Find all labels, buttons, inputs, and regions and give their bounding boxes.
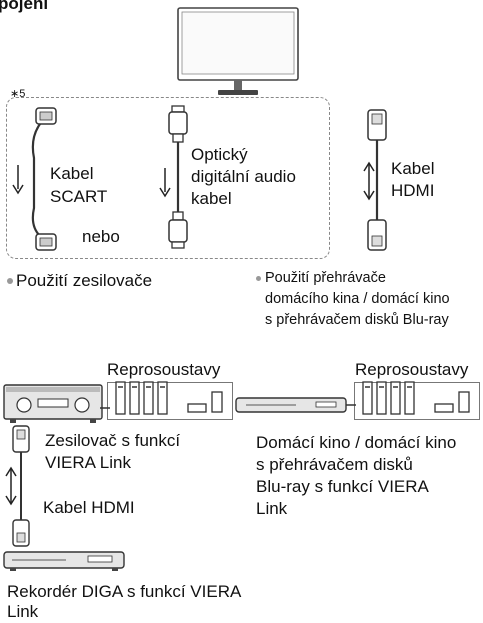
scart-cable-icon — [31, 107, 57, 251]
hometheater-heading-line2: domácího kina / domácí kino — [265, 291, 450, 307]
or-label: nebo — [82, 227, 120, 246]
optical-cable-icon — [168, 105, 188, 249]
home-theater-label-line2: s přehrávačem disků — [256, 455, 413, 474]
connection-line — [100, 407, 110, 409]
optical-label-line2: digitální audio — [191, 167, 296, 186]
speakers-label-left: Reprosoustavy — [107, 360, 221, 379]
recorder-label-line2: Link — [7, 602, 39, 621]
scart-label-line2: SCART — [50, 187, 108, 206]
amplifier-label-line1: Zesilovač s funkcí — [45, 431, 181, 450]
connection-line — [346, 404, 356, 406]
optical-label-line1: Optický — [191, 145, 248, 164]
hdmi-label-line1: Kabel — [391, 159, 435, 178]
home-theater-label-line3: Blu-ray s funkcí VIERA — [256, 477, 429, 496]
arrow-updown-icon — [5, 466, 17, 506]
hdmi-cable-icon — [12, 425, 30, 547]
optical-label-line3: kabel — [191, 189, 232, 208]
arrow-down-icon — [12, 165, 24, 195]
recorder-device-icon — [3, 551, 125, 571]
amplifier-label-line2: VIERA Link — [45, 453, 131, 472]
bullet-icon — [7, 278, 13, 284]
amplifier-device-icon — [3, 384, 103, 423]
speakers-icon — [362, 381, 470, 415]
optional-connection-region — [6, 97, 330, 259]
scart-label-line1: Kabel — [50, 164, 94, 183]
recorder-label-line1: Rekordér DIGA s funkcí VIERA — [7, 582, 242, 601]
arrow-updown-icon — [363, 161, 375, 201]
section-title: pojení — [0, 0, 49, 13]
hdmi-cable-icon — [367, 109, 387, 251]
speakers-label-right: Reprosoustavy — [355, 360, 469, 379]
arrow-down-icon — [159, 168, 171, 198]
speakers-icon — [115, 381, 223, 415]
home-theater-device-icon — [235, 397, 347, 413]
bullet-icon — [256, 276, 261, 281]
home-theater-label-line4: Link — [256, 499, 288, 518]
amplifier-heading: Použití zesilovače — [16, 271, 153, 290]
tv-illustration — [177, 7, 299, 95]
hometheater-heading-line3: s přehrávačem disků Blu-ray — [265, 312, 449, 328]
hdmi-cable-label: Kabel HDMI — [43, 498, 135, 517]
hdmi-label-line2: HDMI — [391, 181, 435, 200]
hometheater-heading-line1: Použití přehrávače — [265, 270, 386, 286]
home-theater-label-line1: Domácí kino / domácí kino — [256, 433, 457, 452]
